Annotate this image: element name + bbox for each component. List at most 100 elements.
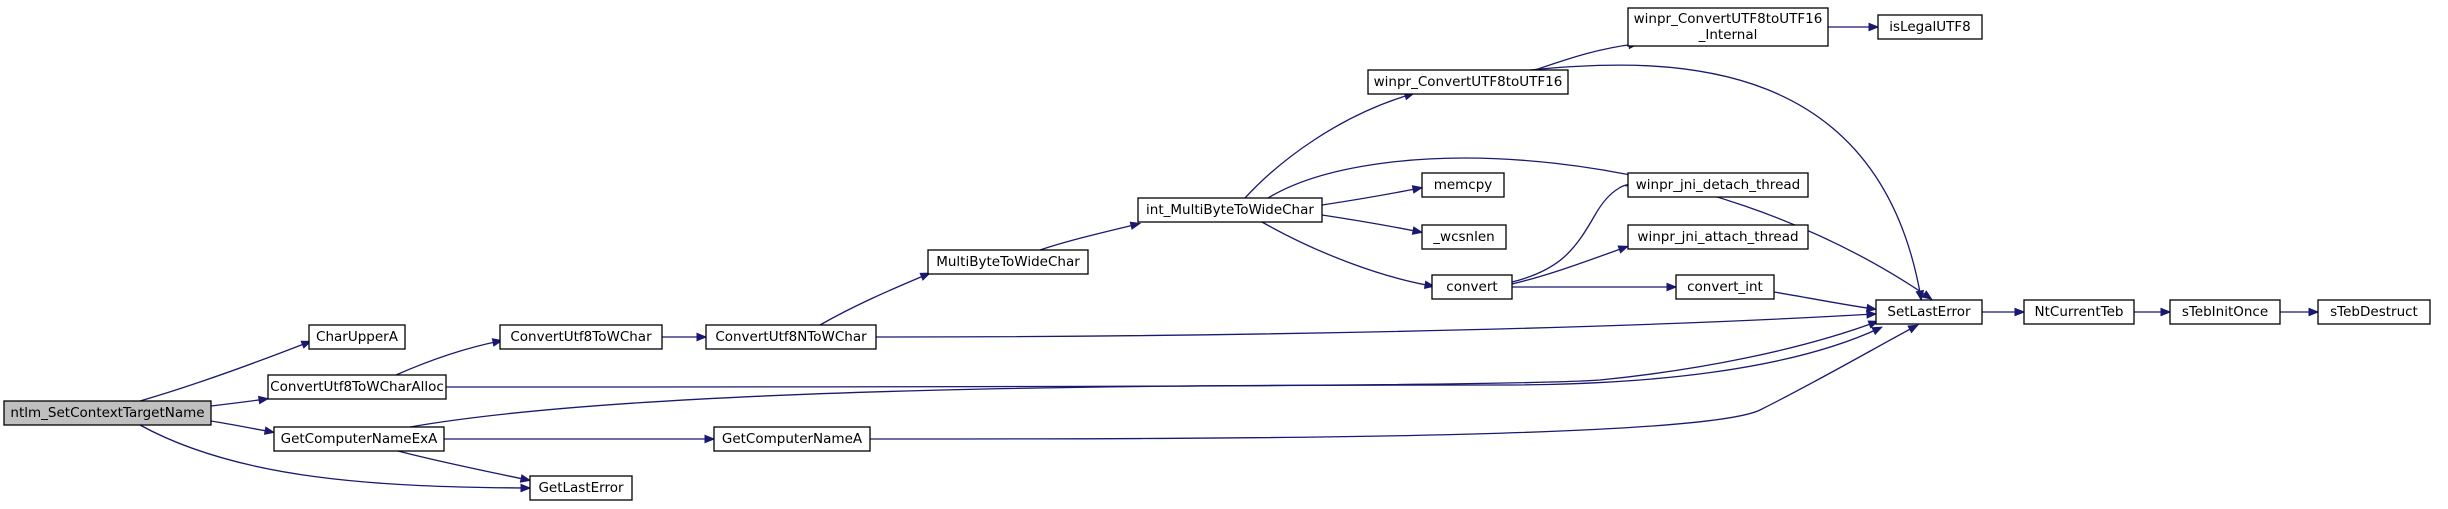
node-multibytetowidechar[interactable]: MultiByteToWideChar — [927, 249, 1089, 275]
node-label: CharUpperA — [316, 329, 399, 345]
node-box — [2317, 299, 2431, 325]
edge-line — [395, 340, 501, 376]
node-stebinitonce[interactable]: sTebInitOnce — [2169, 299, 2281, 325]
edge-ntcurrentteb-to-stebinitonce — [2133, 307, 2172, 317]
node-convert-int[interactable]: convert_int — [1675, 274, 1775, 300]
node-memcpy[interactable]: memcpy — [1421, 172, 1505, 198]
node-label: ConvertUtf8ToWChar — [510, 329, 652, 345]
node-box — [1875, 299, 1983, 325]
node-getcomputernamea[interactable]: GetComputerNameA — [713, 426, 871, 452]
node-label: _wcsnlen — [1432, 229, 1494, 245]
node-wcsnlen[interactable]: _wcsnlen — [1421, 224, 1507, 250]
arrowhead — [919, 272, 932, 281]
edge-int-multibytetowidechar-to-memcpy — [1321, 185, 1424, 206]
arrowhead — [1666, 282, 1678, 292]
edge-line — [409, 327, 1881, 428]
edge-line — [1267, 157, 1931, 299]
node-label: _Internal — [1698, 27, 1758, 43]
edge-winpr-convertutf8toutf16-internal-to-islegalutf8 — [1828, 22, 1880, 32]
node-label: memcpy — [1434, 177, 1493, 193]
node-label: winpr_jni_detach_thread — [1636, 177, 1800, 193]
edge-line — [875, 313, 1875, 338]
node-getcomputernameexa[interactable]: GetComputerNameExA — [273, 426, 445, 452]
edge-line — [1511, 246, 1627, 285]
node-label: sTebDestruct — [2330, 304, 2418, 320]
node-ntcurrentteb[interactable]: NtCurrentTeb — [2023, 299, 2135, 325]
node-box — [1421, 224, 1507, 250]
node-label: sTebInitOnce — [2182, 304, 2268, 320]
node-box — [713, 426, 871, 452]
node-convertutf8ntowchar[interactable]: ConvertUtf8NToWChar — [705, 324, 877, 350]
arrowhead — [1129, 221, 1142, 230]
arrowhead — [1411, 185, 1424, 194]
node-winpr-jni-attach-thread[interactable]: winpr_jni_attach_thread — [1627, 224, 1809, 250]
arrowhead — [2308, 307, 2320, 317]
node-box — [1431, 274, 1513, 300]
arrowhead — [704, 434, 716, 444]
arrowhead — [1617, 245, 1630, 254]
node-charuppera[interactable]: CharUpperA — [308, 324, 406, 350]
edge-getcomputernameexa-to-getlasterror — [397, 450, 532, 483]
node-box — [1627, 7, 1829, 47]
edge-getcomputernameexa-to-getcomputernamea — [444, 434, 716, 444]
edge-line — [869, 325, 1917, 440]
edge-convertutf8towchar-to-convertutf8ntowchar — [661, 332, 708, 342]
nodes-layer: ntlm_SetContextTargetName CharUpperA Conve… — [3, 7, 2431, 501]
edge-line — [1529, 64, 1922, 299]
edge-setlasterror-to-ntcurrentteb — [1981, 307, 2026, 317]
node-label: ConvertUtf8NToWChar — [715, 329, 867, 345]
edge-convert-to-winpr-jni-attach-thread — [1511, 245, 1630, 285]
arrowhead — [1921, 290, 1933, 300]
edge-getcomputernamea-to-setlasterror — [869, 324, 1919, 440]
edge-line — [210, 398, 267, 407]
node-box — [1421, 172, 1505, 198]
node-label: GetLastError — [538, 480, 624, 496]
node-convertutf8towchar[interactable]: ConvertUtf8ToWChar — [499, 324, 663, 350]
node-setlasterror[interactable]: SetLastError — [1875, 299, 1983, 325]
node-stebdestruct[interactable]: sTebDestruct — [2317, 299, 2431, 325]
node-label: winpr_ConvertUTF8toUTF16 — [1634, 11, 1823, 27]
arrowhead — [696, 332, 708, 342]
edge-line — [819, 273, 929, 326]
edge-convert-to-convert-int — [1512, 282, 1678, 292]
edge-line — [1321, 214, 1421, 233]
node-box — [927, 249, 1089, 275]
node-label: MultiByteToWideChar — [936, 254, 1080, 270]
node-box — [499, 324, 663, 350]
node-convertutf8towcharalloc[interactable]: ConvertUtf8ToWCharAlloc — [267, 374, 447, 400]
node-box — [1627, 224, 1809, 250]
node-winpr-jni-detach-thread[interactable]: winpr_jni_detach_thread — [1627, 172, 1809, 198]
node-label: convert_int — [1687, 279, 1763, 295]
node-winpr-convertutf8toutf16[interactable]: winpr_ConvertUTF8toUTF16 — [1367, 69, 1569, 95]
edge-convertutf8towcharalloc-to-convertutf8towchar — [395, 338, 504, 376]
arrowhead — [263, 426, 276, 435]
node-label: isLegalUTF8 — [1889, 19, 1970, 35]
node-convert[interactable]: convert — [1431, 274, 1513, 300]
node-box — [3, 400, 212, 426]
node-box — [2169, 299, 2281, 325]
edge-stebinitonce-to-stebdestruct — [2279, 307, 2320, 317]
node-box — [1675, 274, 1775, 300]
node-winpr-convertutf8toutf16-internal[interactable]: winpr_ConvertUTF8toUTF16_Internal — [1627, 7, 1829, 47]
edge-line — [397, 450, 529, 481]
node-ntlm-setcontexttargetname[interactable]: ntlm_SetContextTargetName — [3, 400, 212, 426]
edge-line — [1039, 223, 1139, 251]
arrowhead — [1866, 303, 1878, 313]
node-label: winpr_ConvertUTF8toUTF16 — [1374, 74, 1563, 90]
edge-multibytetowidechar-to-int-multibytetowidechar — [1039, 221, 1142, 251]
edge-line — [445, 321, 1877, 388]
edge-line — [1321, 187, 1421, 206]
edge-int-multibytetowidechar-to-winpr-convertutf8toutf16 — [1244, 91, 1416, 199]
arrowhead — [1868, 22, 1880, 32]
node-getlasterror[interactable]: GetLastError — [529, 475, 633, 501]
arrowhead — [1915, 289, 1925, 302]
node-label: GetComputerNameExA — [281, 431, 439, 447]
arrowhead — [1411, 226, 1424, 235]
node-box — [1367, 69, 1569, 95]
node-label: convert — [1446, 279, 1497, 295]
node-islegalutf8[interactable]: isLegalUTF8 — [1877, 14, 1983, 40]
node-box — [705, 324, 877, 350]
node-int-multibytetowidechar[interactable]: int_MultiByteToWideChar — [1137, 197, 1323, 223]
arrowhead — [2160, 307, 2172, 317]
